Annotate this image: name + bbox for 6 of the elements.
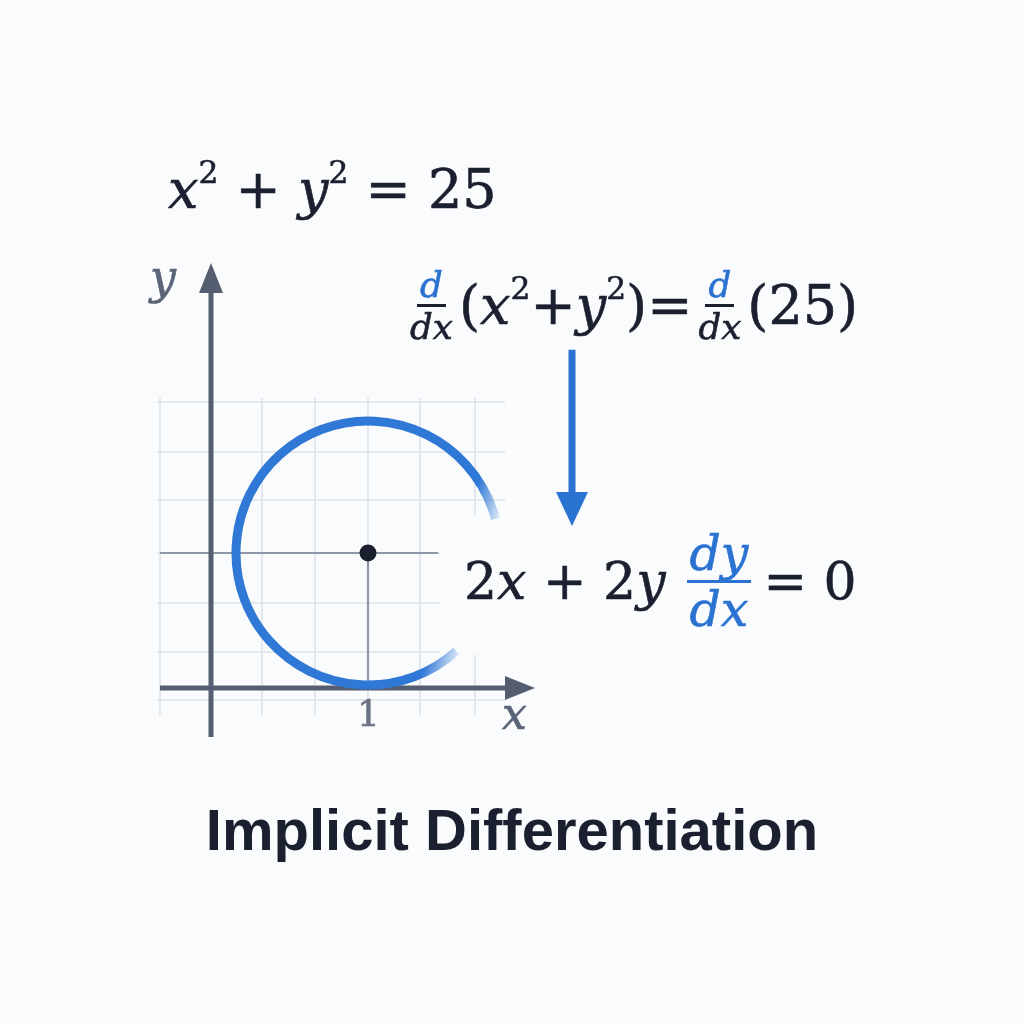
tick-label: 1 bbox=[357, 694, 380, 734]
arrow bbox=[556, 349, 588, 526]
title: Implicit Differentiation bbox=[204, 796, 820, 863]
equation: x$^{2}$ + y$^{2}$ = 25 bbox=[168, 160, 497, 220]
axis-label: y bbox=[150, 252, 176, 303]
axis-label: x bbox=[502, 690, 527, 739]
